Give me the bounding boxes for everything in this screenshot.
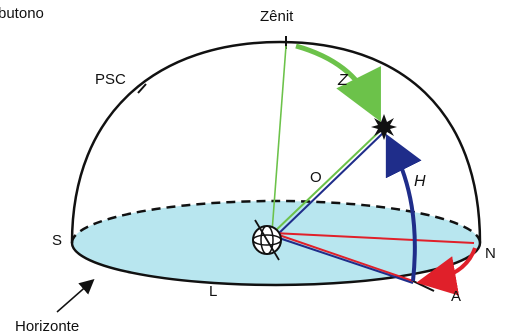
azimuth-label: A <box>451 288 461 305</box>
west-label: O <box>310 169 322 186</box>
altitude-arc <box>385 133 422 282</box>
south-label: S <box>52 232 62 249</box>
psc-label: PSC <box>95 71 126 88</box>
altitude-label: H <box>414 173 426 190</box>
altitude-foot-line <box>275 236 414 284</box>
azimuth-arc <box>416 247 477 296</box>
north-label: N <box>485 245 496 262</box>
horizon-back-edge <box>70 199 482 244</box>
star-burst-icon <box>371 114 397 140</box>
arrow-pointer-icon <box>56 279 95 313</box>
star-line-blue <box>275 131 385 237</box>
star-line-green <box>271 128 383 235</box>
zenith-distance-label: Z <box>337 72 349 89</box>
east-label: L <box>209 283 217 300</box>
zenith-distance-arc <box>295 43 381 122</box>
psc-tick <box>137 83 147 94</box>
foot-tick <box>412 280 435 292</box>
observer-globe-icon <box>252 219 282 261</box>
nadir-partial-label: butono <box>0 5 44 22</box>
azimuth-line-north <box>272 232 475 244</box>
horizon-label: Horizonte <box>15 318 79 335</box>
zenith-line <box>271 45 287 233</box>
celestial-dome <box>70 40 482 244</box>
zenith-label: Zênit <box>260 8 294 25</box>
azimuth-line-star-foot <box>272 232 414 282</box>
